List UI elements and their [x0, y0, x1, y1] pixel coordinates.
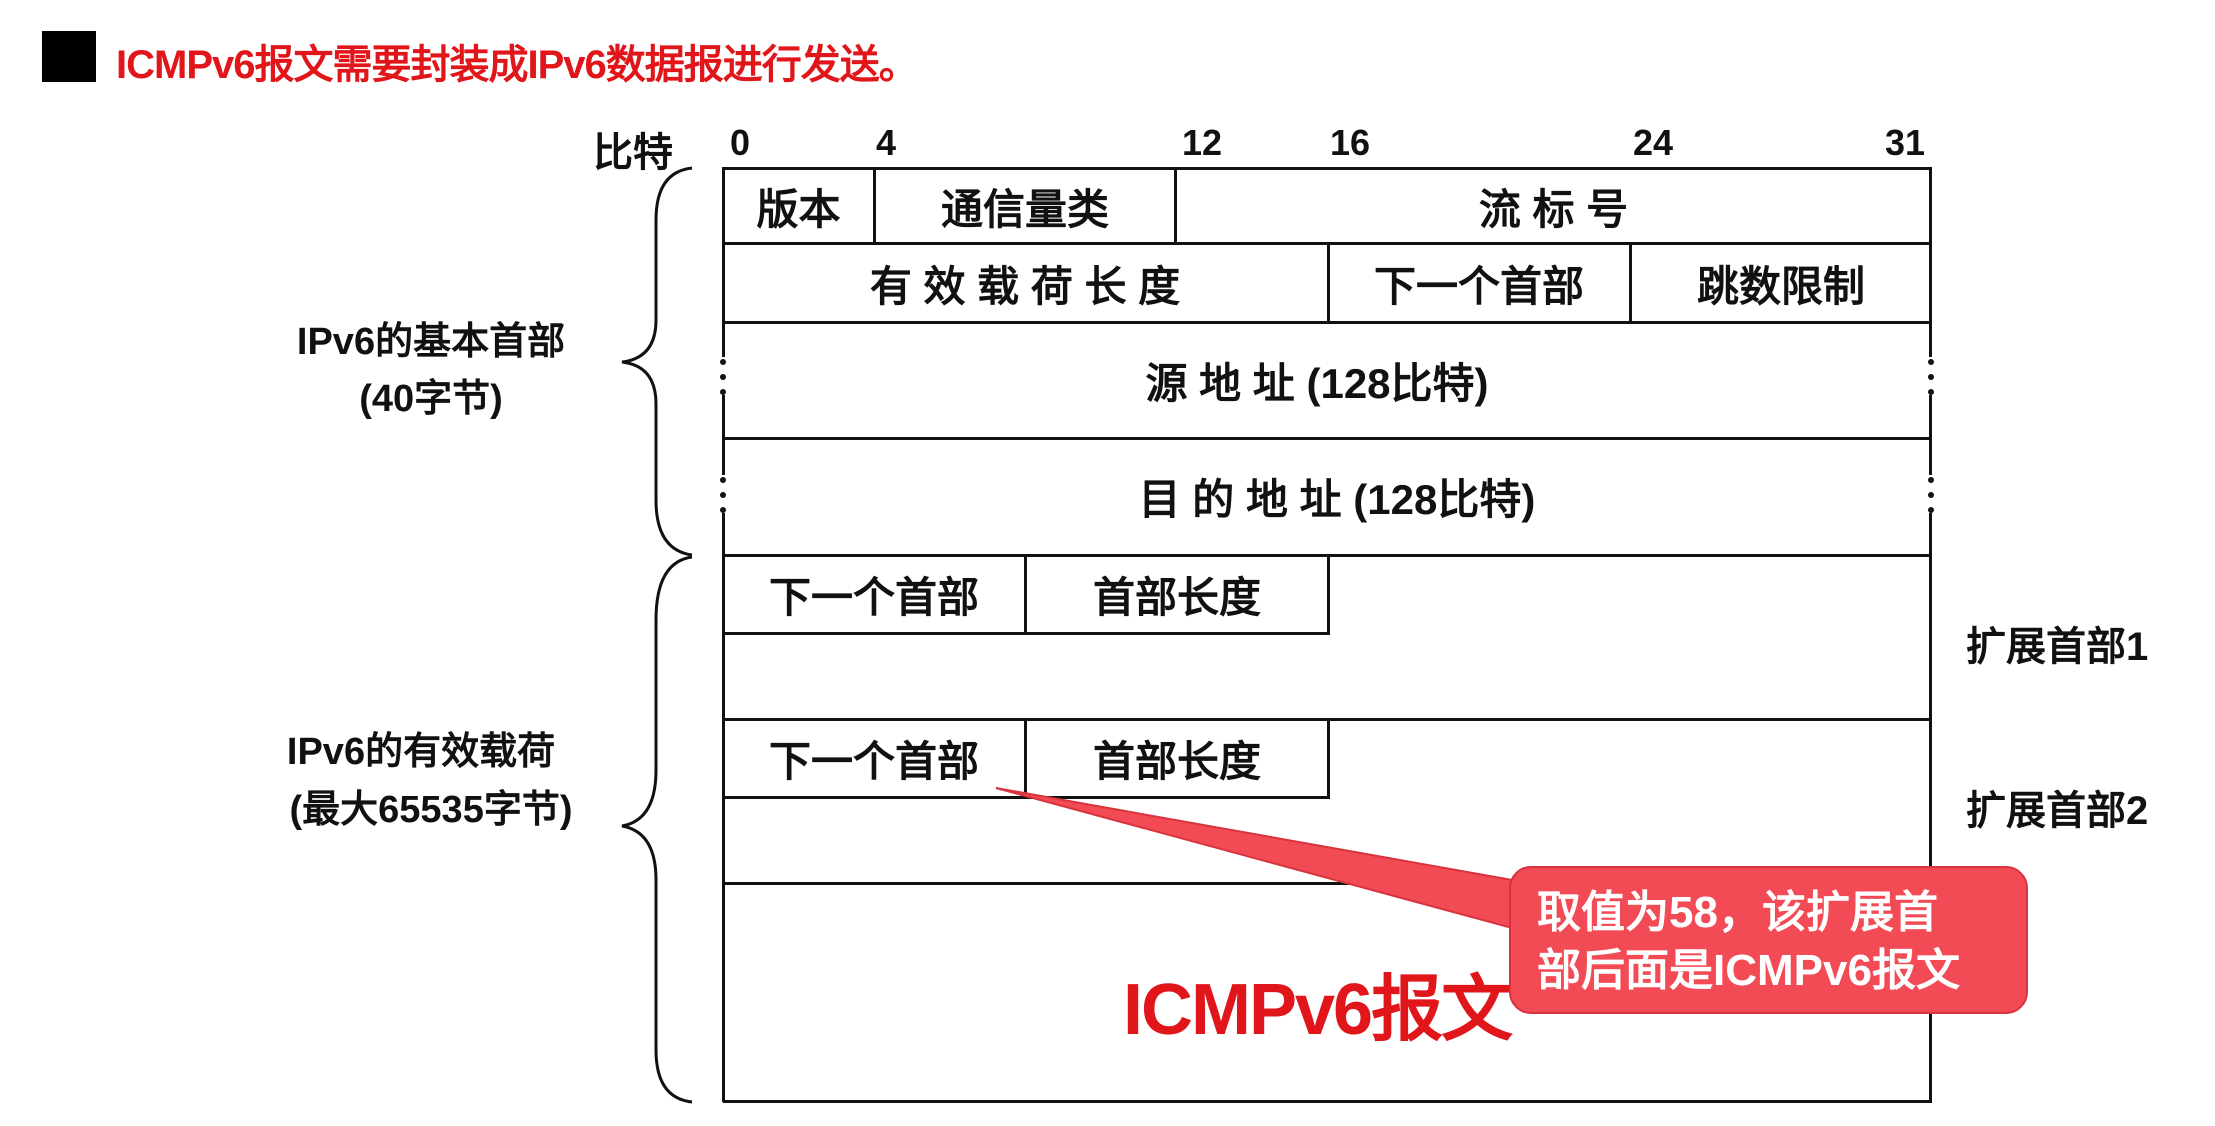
ext1-header-length: 首部长度 — [1092, 573, 1261, 621]
brace-payload — [621, 555, 693, 1104]
basic-header-label: IPv6的基本首部 — [296, 321, 566, 363]
field-flow-label: 流 标 号 — [1478, 185, 1629, 233]
field-destination-address: 目 的 地 址 (128比特) — [1138, 476, 1536, 523]
bullet-square — [42, 31, 96, 82]
bit-tick-31: 31 — [1884, 122, 1926, 163]
callout-line-1: 取值为58，该扩展首 — [1537, 888, 1938, 937]
bit-tick-4: 4 — [875, 122, 897, 163]
dotted-edge-markers — [720, 359, 1934, 513]
icmpv6-message-label: ICMPv6报文 — [1123, 970, 1513, 1050]
field-payload-length: 有 效 载 荷 长 度 — [869, 262, 1181, 310]
field-traffic-class: 通信量类 — [940, 185, 1109, 233]
basic-header-size: (40字节) — [359, 378, 503, 420]
field-source-address: 源 地 址 (128比特) — [1145, 359, 1489, 407]
field-version: 版本 — [756, 185, 841, 233]
ext-header-1-label: 扩展首部1 — [1966, 625, 2149, 669]
bit-tick-24: 24 — [1632, 122, 1674, 163]
ext2-next-header: 下一个首部 — [768, 737, 979, 785]
bit-tick-12: 12 — [1181, 122, 1223, 163]
slide-title: ICMPv6报文需要封装成IPv6数据报进行发送。 — [116, 43, 919, 87]
brace-basic-header — [621, 166, 693, 557]
payload-label: IPv6的有效载荷 — [286, 731, 556, 773]
ext-header-2-label: 扩展首部2 — [1966, 789, 2149, 833]
bit-tick-0: 0 — [729, 122, 751, 163]
payload-size: (最大65535字节) — [289, 789, 573, 831]
callout-pointer — [995, 787, 1513, 930]
ext1-next-header: 下一个首部 — [768, 573, 979, 621]
field-next-header: 下一个首部 — [1373, 262, 1584, 310]
ext2-header-length: 首部长度 — [1092, 737, 1261, 785]
callout-line-2: 部后面是ICMPv6报文 — [1537, 946, 1960, 995]
field-hop-limit: 跳数限制 — [1696, 262, 1865, 310]
bit-tick-16: 16 — [1329, 122, 1371, 163]
callout-bubble: 取值为58，该扩展首 部后面是ICMPv6报文 — [1509, 866, 2028, 1014]
bit-axis-label: 比特 — [593, 131, 673, 175]
